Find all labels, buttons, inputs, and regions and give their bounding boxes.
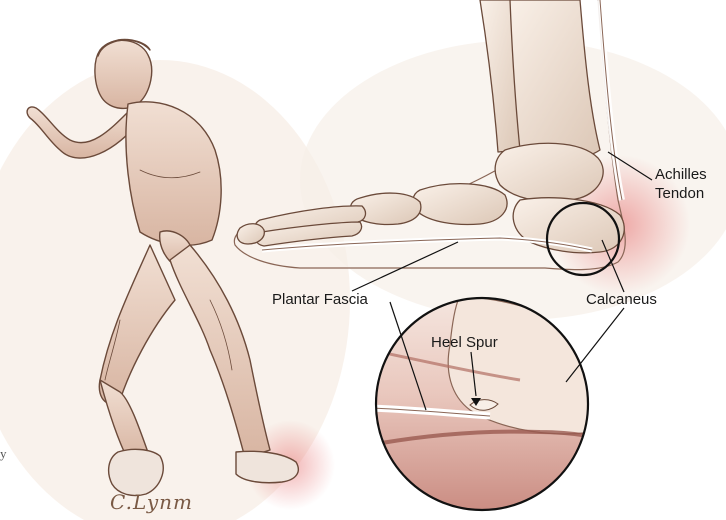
label-calcaneus: Calcaneus [586,291,657,309]
label-achilles: Achilles [655,166,707,184]
magnified-inset [370,296,600,516]
label-tendon: Tendon [655,185,704,203]
runner-back-shoe [109,449,164,495]
label-plantar-fascia: Plantar Fascia [272,291,368,309]
artist-signature: C.Lynm [110,490,193,514]
runner-head [95,40,152,108]
edge-text-fragment: y [0,446,7,462]
calcaneus-leader-bottom [566,308,624,382]
label-heel-spur: Heel Spur [431,334,498,352]
